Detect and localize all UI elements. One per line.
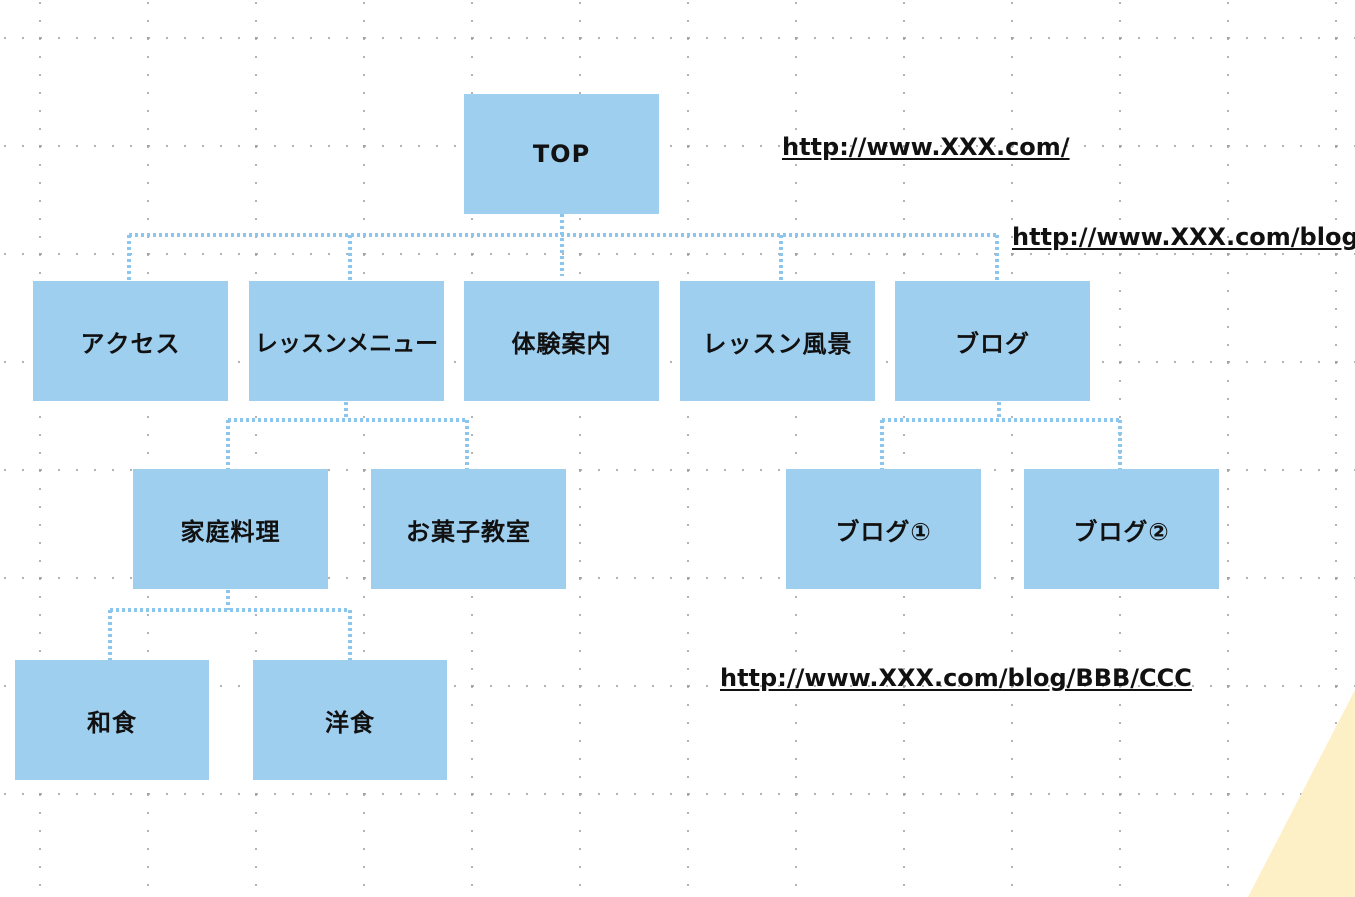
url-root-link[interactable]: http://www.XXX.com/ — [782, 133, 1070, 161]
node-home-cooking-label: 家庭料理 — [180, 517, 281, 546]
node-sweets-class[interactable]: お菓子教室 — [371, 469, 566, 589]
node-top-label: TOP — [532, 140, 591, 168]
node-japanese-food[interactable]: 和食 — [15, 660, 209, 780]
node-lesson-menu[interactable]: レッスンメニュー — [249, 281, 444, 401]
url-blog-deep-link[interactable]: http://www.XXX.com/blog/BBB/CCC — [720, 664, 1192, 692]
node-sweets-class-label: お菓子教室 — [406, 517, 531, 546]
node-blog2-label: ブログ② — [1073, 517, 1170, 546]
node-access-label: アクセス — [80, 329, 181, 358]
node-lesson-menu-label: レッスンメニュー — [254, 331, 439, 357]
node-western-food[interactable]: 洋食 — [253, 660, 447, 780]
node-lesson-scene-label: レッスン風景 — [702, 329, 853, 358]
node-blog-label: ブログ — [955, 329, 1030, 358]
node-blog[interactable]: ブログ — [895, 281, 1090, 401]
node-lesson-scene[interactable]: レッスン風景 — [680, 281, 875, 401]
node-home-cooking[interactable]: 家庭料理 — [133, 469, 328, 589]
node-top[interactable]: TOP — [464, 94, 659, 214]
url-blog-link[interactable]: http://www.XXX.com/blog — [1012, 223, 1355, 251]
node-western-food-label: 洋食 — [325, 708, 375, 737]
node-blog1[interactable]: ブログ① — [786, 469, 981, 589]
node-japanese-food-label: 和食 — [87, 708, 137, 737]
node-access[interactable]: アクセス — [33, 281, 228, 401]
node-blog1-label: ブログ① — [835, 517, 932, 546]
node-trial[interactable]: 体験案内 — [464, 281, 659, 401]
node-trial-label: 体験案内 — [511, 329, 612, 358]
node-blog2[interactable]: ブログ② — [1024, 469, 1219, 589]
